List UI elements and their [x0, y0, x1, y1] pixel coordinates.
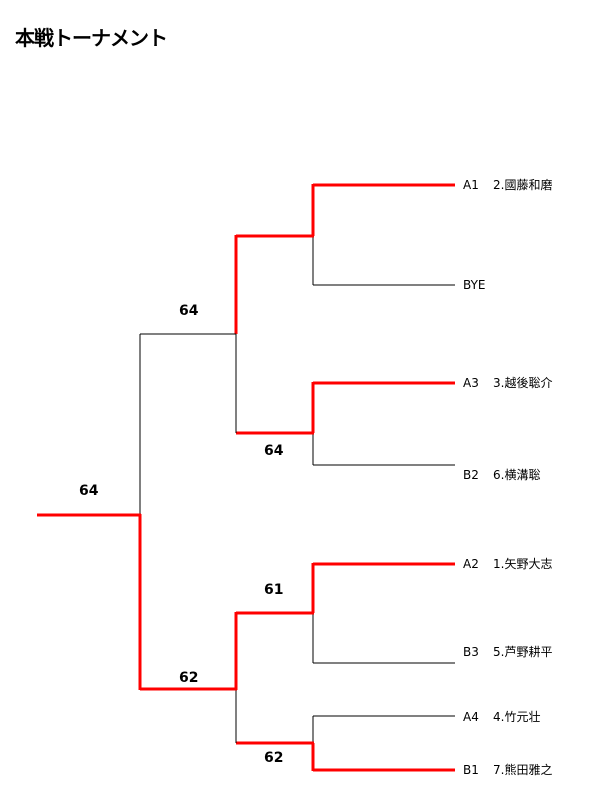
- entry-name: 3.越後聡介: [493, 376, 553, 390]
- score-r1-match4: 62: [264, 750, 284, 766]
- entry-seed: B2: [463, 468, 479, 482]
- entry-4: B2 6.横溝聡: [463, 468, 540, 482]
- score-semi-top: 64: [179, 303, 199, 319]
- entry-seed: A2: [463, 557, 479, 571]
- score-r1-match3: 61: [264, 582, 284, 598]
- entry-7: A4 4.竹元壮: [463, 710, 540, 724]
- entry-name: 1.矢野大志: [493, 557, 553, 571]
- entry-name: 6.横溝聡: [493, 468, 541, 482]
- entry-name: 4.竹元壮: [493, 710, 541, 724]
- entry-seed: B3: [463, 645, 479, 659]
- entry-1: A1 2.國藤和磨: [463, 178, 552, 192]
- entry-3: A3 3.越後聡介: [463, 376, 552, 390]
- entry-seed: B1: [463, 763, 479, 777]
- entry-seed: A4: [463, 710, 479, 724]
- entry-2: BYE: [463, 278, 486, 292]
- entry-name: 2.國藤和磨: [493, 178, 553, 192]
- entry-5: A2 1.矢野大志: [463, 557, 552, 571]
- entry-6: B3 5.芦野耕平: [463, 645, 552, 659]
- entry-name: 5.芦野耕平: [493, 645, 553, 659]
- page-title: 本戦トーナメント: [15, 26, 168, 50]
- score-final: 64: [79, 483, 99, 499]
- score-r1-match2: 64: [264, 443, 284, 459]
- entry-8: B1 7.熊田雅之: [463, 763, 552, 777]
- entry-name: BYE: [463, 278, 486, 292]
- score-semi-bottom: 62: [179, 670, 199, 686]
- entry-seed: A3: [463, 376, 479, 390]
- entry-name: 7.熊田雅之: [493, 763, 553, 777]
- entry-seed: A1: [463, 178, 479, 192]
